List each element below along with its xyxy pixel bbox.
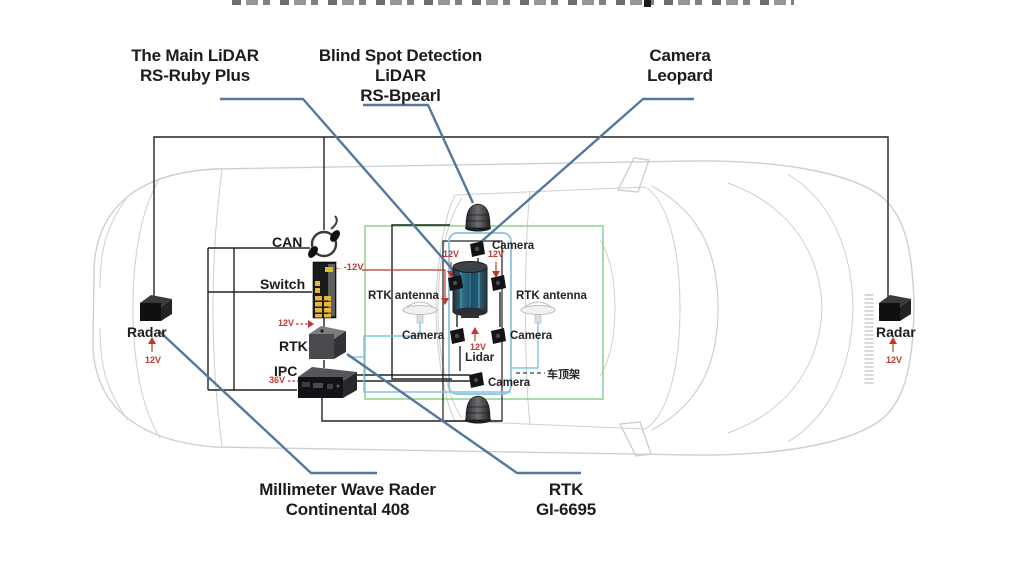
radar-right-icon (879, 295, 911, 321)
rtk-antenna-right-label: RTK antenna (516, 290, 587, 302)
rtk-receiver-leader (346, 353, 581, 475)
ipc-label: IPC (274, 363, 298, 379)
ethernet-switch-icon (312, 261, 337, 319)
camera-mid-right-icon (491, 275, 506, 291)
radar-power-bus-wire (153, 136, 889, 305)
camera-top-icon (470, 241, 485, 257)
switch-12v-label: ←-12V (334, 262, 364, 273)
radar-right-label: Radar (876, 324, 916, 340)
switch-12v-wire (362, 269, 446, 299)
callout-camera-line1: Camera (649, 46, 711, 65)
bpearl-leader (363, 103, 475, 204)
callout-main-lidar-line1: The Main LiDAR (131, 46, 259, 65)
red-power-wires (148, 262, 897, 385)
bpearl-lidar-top-icon (465, 203, 491, 232)
can-label: CAN (272, 234, 303, 250)
side-mirror-bottom (618, 421, 652, 457)
cropped-title-fragments (232, 0, 794, 5)
camera-left-12v-label: 12V (442, 249, 459, 259)
callout-rtk-line2: GI-6695 (535, 500, 597, 520)
callout-blind-spot-lidar: Blind Spot Detection LiDAR RS-Bpearl (293, 46, 508, 106)
radar-left-label: Radar (127, 324, 167, 340)
rtk-antenna-left-label: RTK antenna (368, 290, 439, 302)
callout-mmw-line2: Continental 408 (285, 500, 410, 520)
camera-leopard-leader (481, 97, 694, 242)
camera-right-label: Camera (510, 330, 553, 342)
camera-icons (448, 241, 506, 388)
rtk-antenna-left-icon (401, 301, 439, 324)
callout-main-lidar-line2: RS-Ruby Plus (139, 66, 250, 86)
mmw-radar-leader (158, 330, 377, 475)
callout-rtk-line1: RTK (548, 480, 584, 499)
callout-main-lidar: The Main LiDAR RS-Ruby Plus (100, 46, 290, 86)
camera-top-label: Camera (492, 240, 535, 252)
callout-blind-spot-line1: Blind Spot Detection LiDAR (318, 46, 483, 86)
callout-mmw-line1: Millimeter Wave Rader (259, 480, 436, 499)
callout-blind-spot-line2: RS-Bpearl (360, 86, 441, 106)
can-connector-icon (308, 215, 340, 258)
car-outline-art (92, 157, 915, 457)
callout-mmw-radar: Millimeter Wave Rader Continental 408 (240, 480, 455, 520)
rtk-receiver-icon (309, 326, 346, 359)
ipc-icon (298, 367, 357, 398)
rtk-antenna-right-icon (519, 301, 557, 324)
camera-low-right-icon (491, 328, 506, 344)
radar-left-icon (140, 295, 172, 321)
camera-right-12v-label: 12V (487, 249, 504, 259)
callout-camera-leopard: Camera Leopard (620, 46, 740, 86)
antenna-left-wire (363, 323, 511, 393)
ipc-36v-label: 36V (268, 375, 285, 385)
camera-mid-left-icon (448, 275, 463, 291)
radar-right-12v-label: 12V (885, 355, 902, 365)
antenna-right-wire (512, 323, 539, 369)
side-mirror-top (616, 157, 650, 193)
rtk-12v-label: 12V (277, 318, 294, 328)
bpearl-lidar-bottom-icon (465, 395, 491, 424)
main-lidar-leader (220, 97, 468, 287)
camera-low-left-icon (450, 328, 465, 344)
rtk-label: RTK (279, 338, 308, 354)
main-lidar-icon (452, 261, 488, 318)
roof-rack-label: 车顶架 (547, 369, 580, 381)
lidar-12v-label: 12V (469, 342, 486, 352)
camera-left-label: Camera (402, 330, 445, 342)
lidar-label: Lidar (465, 350, 495, 364)
radar-left-12v-label: 12V (144, 355, 161, 365)
callout-rtk-receiver: RTK GI-6695 (505, 480, 627, 520)
switch-label: Switch (260, 276, 306, 292)
leader-lines (158, 97, 694, 475)
cropped-title-glyph (644, 0, 651, 7)
camera-bottom-label: Camera (488, 377, 531, 389)
camera-bottom-icon (469, 372, 484, 388)
callout-camera-line2: Leopard (647, 66, 713, 86)
roof-rack-frame (448, 232, 512, 395)
